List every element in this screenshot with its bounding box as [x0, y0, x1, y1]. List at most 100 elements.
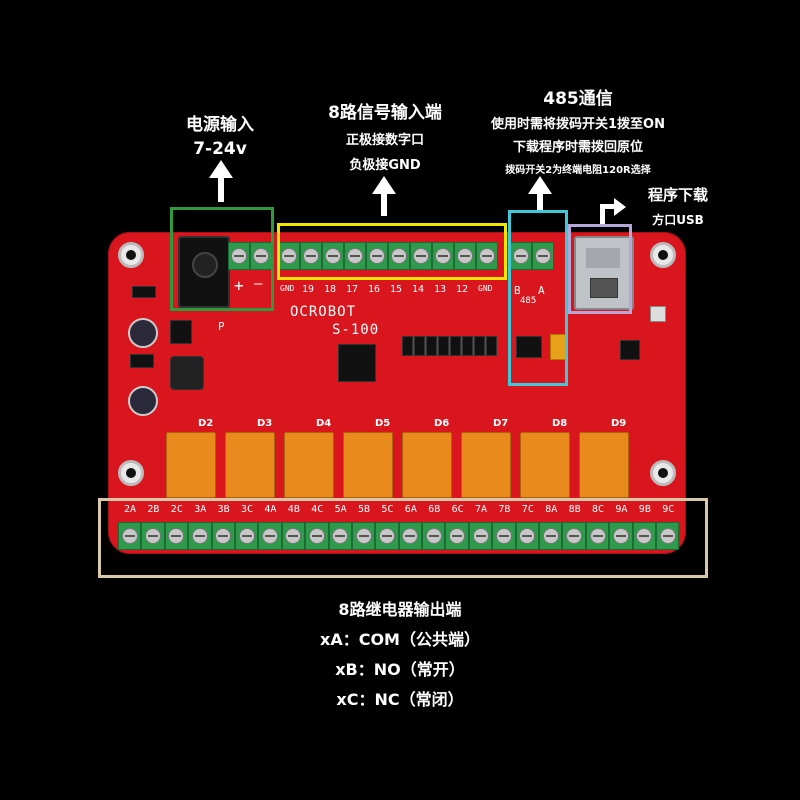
- rs485-label: 485通信 使用时需将拨码开关1拨至ON 下载程序时需拨回原位 拨码开关2为终端…: [458, 84, 698, 176]
- output-terminal-5c[interactable]: [375, 522, 399, 550]
- input-terminal-gnd[interactable]: [278, 242, 300, 270]
- rs485-line3: 拨码开关2为终端电阻120R选择: [505, 165, 651, 176]
- input-pin-label: 18: [324, 284, 337, 295]
- output-pin-label: 3A: [194, 504, 207, 515]
- rs485-mark: 485: [520, 296, 537, 306]
- optocoupler: [402, 336, 413, 356]
- relay-label: D4: [316, 418, 332, 429]
- output-pin-label: 6A: [404, 504, 417, 515]
- relay-d4: [284, 432, 334, 498]
- input-terminal-12[interactable]: [454, 242, 476, 270]
- rs485-line1: 使用时需将拨码开关1拨至ON: [491, 117, 665, 132]
- input-terminal-17[interactable]: [344, 242, 366, 270]
- output-terminal-3a[interactable]: [188, 522, 212, 550]
- inductor: [170, 356, 204, 390]
- input-pin-label: 15: [390, 284, 403, 295]
- output-terminal-5b[interactable]: [351, 522, 376, 550]
- terminal-screw[interactable]: [532, 242, 554, 270]
- output-pin-label: 5C: [381, 504, 394, 515]
- input-pin-label: 14: [412, 284, 425, 295]
- relay-label: D9: [611, 418, 627, 429]
- capacitor: [128, 318, 158, 348]
- output-terminal-9c[interactable]: [655, 522, 680, 550]
- relay-d9: [579, 432, 629, 498]
- usb-box: [568, 224, 632, 314]
- output-terminal-6a[interactable]: [398, 522, 423, 550]
- power-label: 电源输入 7-24v: [175, 110, 265, 159]
- terminal-screw[interactable]: [228, 242, 250, 270]
- input-terminal-14[interactable]: [410, 242, 432, 270]
- output-terminal-6c[interactable]: [445, 522, 469, 550]
- power-title: 电源输入: [186, 115, 254, 135]
- output-terminal-3c[interactable]: [234, 522, 259, 550]
- relay-label: D3: [257, 418, 273, 429]
- output-terminal-8b[interactable]: [562, 522, 586, 550]
- usb-b-port[interactable]: [574, 236, 634, 310]
- output-terminal-block[interactable]: [118, 522, 680, 550]
- output-terminal-9a[interactable]: [609, 522, 633, 550]
- output-pin-label: 9B: [638, 504, 651, 515]
- output-pin-label: 8C: [592, 504, 605, 515]
- reset-button[interactable]: [650, 306, 666, 322]
- terminal-screw[interactable]: [250, 242, 272, 270]
- relay-d2: [166, 432, 216, 498]
- usb-sub: 方口USB: [652, 213, 704, 227]
- output-pin-label: 2B: [147, 504, 160, 515]
- output-terminal-8c[interactable]: [585, 522, 610, 550]
- optocoupler: [414, 336, 425, 356]
- output-terminal-6b[interactable]: [422, 522, 446, 550]
- input-terminal-block[interactable]: [278, 242, 498, 270]
- input-terminal-18[interactable]: [322, 242, 344, 270]
- diode: [130, 354, 154, 368]
- output-pin-label: 8A: [545, 504, 558, 515]
- power-minus-mark: —: [254, 276, 263, 292]
- output-terminal-4c[interactable]: [305, 522, 329, 550]
- microcontroller-chip: [338, 344, 376, 382]
- input-pin-label: GND: [280, 284, 295, 293]
- dc-power-jack[interactable]: [178, 236, 230, 308]
- input-pin-label: 16: [368, 284, 381, 295]
- output-terminal-7a[interactable]: [468, 522, 493, 550]
- optocoupler: [450, 336, 461, 356]
- output-pin-label: 4B: [287, 504, 300, 515]
- input-terminal-gnd[interactable]: [476, 242, 498, 270]
- power-plus-mark: +: [234, 276, 244, 295]
- rs485-terminal[interactable]: [510, 242, 554, 270]
- relay-output-box: [98, 498, 708, 578]
- output-terminal-2b[interactable]: [141, 522, 165, 550]
- input-terminal-16[interactable]: [366, 242, 388, 270]
- rs485-pin-b: B: [514, 284, 521, 297]
- p-mark: P: [218, 320, 225, 333]
- output-terminal-2c[interactable]: [164, 522, 189, 550]
- diode: [132, 286, 156, 298]
- input-terminal-19[interactable]: [300, 242, 322, 270]
- output-terminal-4a[interactable]: [258, 522, 282, 550]
- input-pin-label: 12: [456, 284, 469, 295]
- input-terminal-15[interactable]: [388, 242, 410, 270]
- relay-d7: [461, 432, 511, 498]
- output-terminal-8a[interactable]: [539, 522, 563, 550]
- output-terminal-7b[interactable]: [492, 522, 516, 550]
- input-terminal-13[interactable]: [432, 242, 454, 270]
- power-terminal[interactable]: [228, 242, 272, 270]
- relay-output-line1: xA：COM（公共端）: [320, 630, 480, 649]
- output-terminal-3b[interactable]: [211, 522, 235, 550]
- usb-label: 程序下载 方口USB: [628, 184, 728, 228]
- output-terminal-7c[interactable]: [515, 522, 540, 550]
- output-pin-label: 6C: [451, 504, 464, 515]
- input-pin-label: 17: [346, 284, 359, 295]
- relay-label: D8: [552, 418, 568, 429]
- terminal-screw[interactable]: [510, 242, 532, 270]
- mount-hole: [650, 460, 676, 486]
- output-terminal-5a[interactable]: [328, 522, 352, 550]
- output-pin-label: 5A: [334, 504, 347, 515]
- output-terminal-2a[interactable]: [118, 522, 142, 550]
- output-pin-label: 4A: [264, 504, 277, 515]
- output-terminal-4b[interactable]: [281, 522, 306, 550]
- usb-title: 程序下载: [647, 186, 708, 204]
- relay-label: D7: [493, 418, 509, 429]
- relay-label: D5: [375, 418, 391, 429]
- relay-d6: [402, 432, 452, 498]
- relay-label: D2: [198, 418, 214, 429]
- output-terminal-9b[interactable]: [632, 522, 656, 550]
